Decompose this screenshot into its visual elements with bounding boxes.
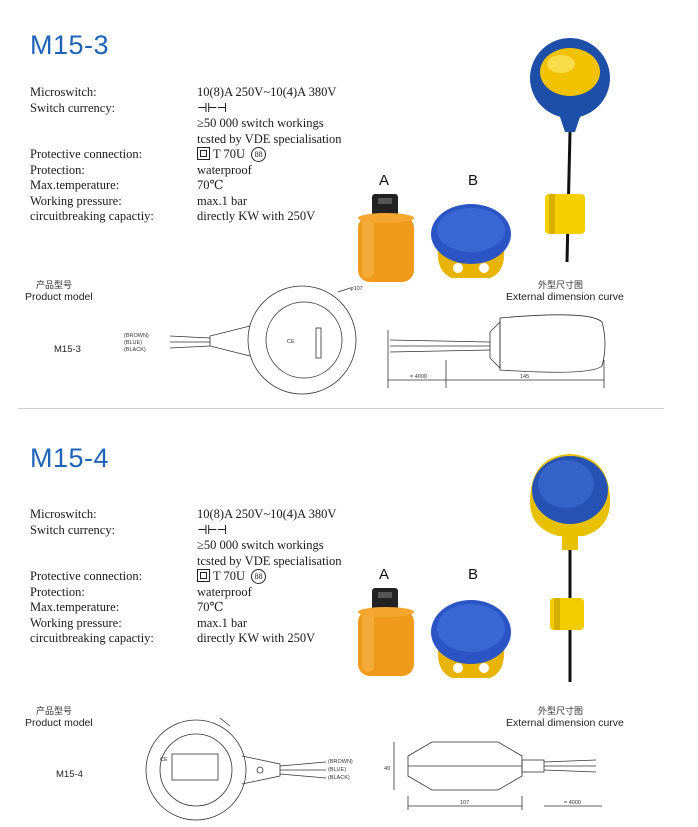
ce-mark: CE — [160, 757, 168, 763]
wire-label: (BLACK) — [328, 775, 350, 781]
float-switch-image — [530, 38, 610, 262]
spec-label: Working pressure: — [30, 193, 122, 208]
float-switch-image — [530, 454, 610, 682]
wire-label: (BROWN) — [328, 759, 353, 765]
variant-b-label: B — [468, 172, 479, 189]
weight-a-image — [358, 194, 414, 282]
section-divider — [18, 408, 664, 409]
spec-value: waterproof — [197, 162, 252, 177]
dim-cable: = 4000 — [410, 374, 427, 380]
switch-symbol: ⊣⊢⊣ — [197, 522, 227, 537]
spec-label: Microswitch: — [30, 85, 97, 99]
protective-value: T 70U — [213, 569, 246, 583]
wire-label: (BLUE) — [328, 767, 346, 773]
dim-diameter: φ107 — [350, 286, 363, 292]
spec-value: ≥50 000 switch workings — [197, 116, 324, 130]
weight-b-image — [431, 204, 511, 278]
dim-cable: = 4000 — [564, 800, 581, 806]
spec-values: 10(8)A 250V~10(4)A 380V ⊣⊢⊣ ≥50 000 swit… — [197, 85, 342, 225]
spec-label: Max.temperature: — [30, 600, 120, 614]
spec-label: Working pressure: — [30, 615, 122, 630]
product-model-cn: 产品型号 — [36, 707, 73, 717]
spec-label: Protective connection: — [30, 569, 143, 583]
spec-value: 70℃ — [197, 178, 224, 192]
dim-length: 145 — [520, 374, 529, 380]
circled-mark: 88 — [251, 147, 267, 162]
circled-mark: 88 — [251, 569, 267, 584]
side-view-drawing: 49 107 = 4000 — [384, 741, 602, 810]
model-title: M15-4 — [30, 443, 110, 473]
spec-value: ≥50 000 switch workings — [197, 538, 324, 552]
switch-symbol: ⊣⊢⊣ — [197, 100, 227, 115]
top-view-drawing: CE (BROWN) (BLUE) (BLACK) M15-4 — [56, 717, 353, 821]
spec-value: waterproof — [197, 584, 252, 599]
external-cn: 外型尺寸图 — [538, 707, 584, 717]
wire-label: (BLACK) — [124, 347, 146, 353]
spec-value: max.1 bar — [197, 193, 247, 208]
spec-value: tcsted by VDE specialisation — [197, 131, 342, 146]
double-square-icon — [197, 569, 210, 582]
external-cn: 外型尺寸图 — [538, 281, 584, 291]
spec-value: directly KW with 250V — [197, 209, 316, 223]
drawing-label: M15-4 — [56, 769, 83, 780]
drawing-label: M15-3 — [54, 344, 81, 355]
spec-label: Protection: — [30, 584, 85, 599]
spec-value: 10(8)A 250V~10(4)A 380V — [197, 85, 337, 99]
weight-a-image — [358, 588, 414, 676]
product-model-en: Product model — [25, 717, 93, 729]
spec-label: Switch currency: — [30, 100, 116, 115]
double-square-icon — [197, 147, 210, 160]
spec-value-protective: T 70U 88 — [197, 569, 342, 585]
variant-a-label: A — [379, 566, 390, 583]
variant-a-label: A — [379, 172, 390, 189]
dim-length: 107 — [460, 800, 469, 806]
spec-label: Switch currency: — [30, 522, 116, 537]
spec-value: 10(8)A 250V~10(4)A 380V — [197, 507, 337, 521]
product-model-en: Product model — [25, 291, 93, 303]
product-model-cn: 产品型号 — [36, 281, 73, 291]
spec-value: 70℃ — [197, 600, 224, 614]
spec-label: circuitbreaking capactiy: — [30, 631, 154, 645]
variant-b-label: B — [468, 566, 479, 583]
wire-label: (BROWN) — [124, 333, 149, 339]
spec-value: max.1 bar — [197, 615, 247, 630]
protective-value: T 70U — [213, 147, 246, 161]
spec-labels: Microswitch: Switch currency: Protective… — [30, 507, 154, 647]
spec-label: circuitbreaking capactiy: — [30, 209, 154, 223]
external-en: External dimension curve — [506, 717, 624, 729]
ce-mark: CE — [287, 339, 295, 345]
model-title: M15-3 — [30, 30, 110, 60]
spec-label: Microswitch: — [30, 507, 97, 521]
wire-label: (BLUE) — [124, 340, 142, 346]
spec-label: Protection: — [30, 162, 85, 177]
spec-labels: Microswitch: Switch currency: Protective… — [30, 85, 154, 225]
spec-values: 10(8)A 250V~10(4)A 380V ⊣⊢⊣ ≥50 000 swit… — [197, 507, 342, 647]
side-view-drawing: = 4000 145 — [387, 314, 606, 388]
spec-value: directly KW with 250V — [197, 631, 316, 645]
top-view-drawing: CE (BROWN) (BLUE) (BLACK) φ107 M15-3 — [54, 285, 363, 395]
dim-height: 49 — [384, 766, 390, 772]
spec-value-protective: T 70U 88 — [197, 147, 342, 163]
spec-value: tcsted by VDE specialisation — [197, 553, 342, 568]
weight-b-image — [431, 600, 511, 678]
external-en: External dimension curve — [506, 291, 624, 303]
spec-label: Protective connection: — [30, 147, 143, 161]
spec-label: Max.temperature: — [30, 178, 120, 192]
